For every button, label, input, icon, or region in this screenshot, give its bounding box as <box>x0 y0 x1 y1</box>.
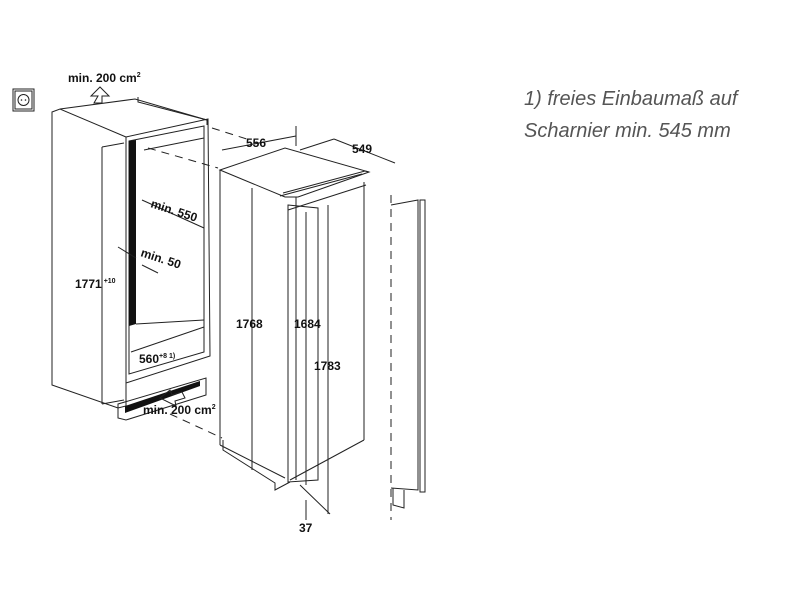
footnote-line-1: 1) freies Einbaumaß auf <box>524 88 738 110</box>
vent-bottom-label: min. 200 cm2 <box>143 403 216 417</box>
cabinet-width-label: 560+8 1) <box>139 352 175 366</box>
power-socket-icon <box>12 88 35 112</box>
cabinet-depth-label: min. 550 <box>149 197 199 225</box>
appliance-width-label: 556 <box>246 136 266 150</box>
door-side-profile <box>390 195 426 520</box>
appliance-depth-label: 549 <box>352 142 372 156</box>
appliance <box>218 126 396 520</box>
vent-arrow-up-icon <box>89 86 111 104</box>
footnote-line-2: Scharnier min. 545 mm <box>524 120 731 142</box>
appliance-door-height-label: 1684 <box>294 317 321 331</box>
appliance-total-height-label: 1783 <box>314 359 341 373</box>
appliance-body-height-label: 1768 <box>236 317 263 331</box>
cabinet-gap-label: min. 50 <box>139 246 183 272</box>
vent-top-label: min. 200 cm2 <box>68 71 141 85</box>
vent-arrow-bottom-icon <box>159 389 186 407</box>
cabinet-niche <box>51 97 211 421</box>
cabinet-height-label: 1771+10 <box>75 277 116 291</box>
door-offset-label: 37 <box>299 521 313 535</box>
